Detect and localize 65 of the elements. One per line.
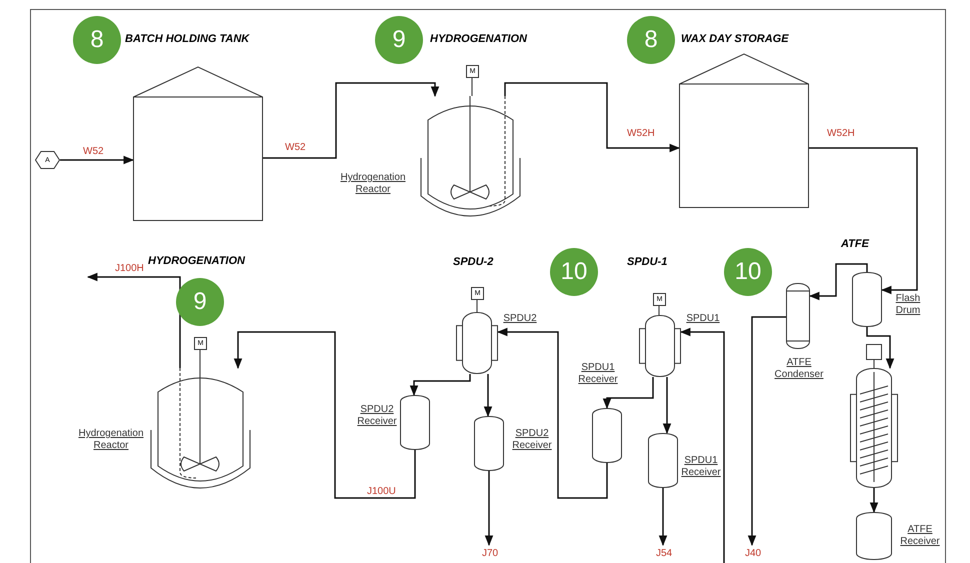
stream-label: J100H bbox=[114, 263, 145, 274]
stream-label: W52H bbox=[626, 128, 656, 139]
agitator-shaft bbox=[476, 300, 478, 312]
section-heading: SPDU-2 bbox=[453, 256, 494, 268]
step-number-badge: 8 bbox=[73, 16, 121, 64]
step-number-badge: 8 bbox=[627, 16, 675, 64]
equipment-label: SPDU1 bbox=[685, 313, 721, 325]
equipment-label: Hydrogenation Reactor bbox=[339, 172, 407, 196]
step-number-badge: 9 bbox=[375, 16, 423, 64]
pipe-arrow bbox=[662, 377, 672, 434]
equipment-label: ATFE Condenser bbox=[774, 357, 824, 381]
pipe-arrow bbox=[658, 488, 668, 546]
equipment-label: ATFE Receiver bbox=[899, 524, 941, 548]
equipment-label: SPDU2 bbox=[502, 313, 538, 325]
receiver-vessel bbox=[856, 512, 892, 560]
receiver-vessel bbox=[648, 433, 678, 488]
equipment-label: Hydrogenation Reactor bbox=[77, 428, 145, 452]
pipe-arrow bbox=[680, 328, 725, 563]
distillation-column bbox=[850, 368, 898, 488]
section-heading: HYDROGENATION bbox=[148, 255, 245, 267]
pipe-arrow bbox=[866, 327, 894, 370]
pipe-arrow bbox=[496, 328, 608, 499]
stream-label: J40 bbox=[744, 548, 762, 559]
distillation-column bbox=[456, 312, 498, 374]
receiver-vessel bbox=[474, 416, 504, 471]
stream-label: J54 bbox=[655, 548, 674, 559]
stream-label: J100U bbox=[366, 486, 397, 497]
equipment-label: SPDU2 Receiver bbox=[356, 404, 398, 428]
section-heading: HYDROGENATION bbox=[430, 33, 527, 45]
section-heading: BATCH HOLDING TANK bbox=[125, 33, 250, 45]
pipe-arrow bbox=[504, 82, 680, 152]
stream-label: J70 bbox=[481, 548, 500, 559]
stream-label: W52H bbox=[826, 128, 856, 139]
pipe-arrow bbox=[234, 331, 416, 499]
step-number-badge: 10 bbox=[724, 248, 772, 296]
pipe-arrow bbox=[410, 374, 471, 396]
pipe-arrow bbox=[602, 377, 654, 410]
storage-tank bbox=[679, 53, 809, 208]
equipment-label: SPDU2 Receiver bbox=[511, 428, 553, 452]
receiver-vessel bbox=[852, 272, 882, 327]
agitator-shaft bbox=[658, 306, 660, 316]
section-heading: ATFE bbox=[841, 238, 869, 250]
step-number-badge: 9 bbox=[176, 278, 224, 326]
section-heading: SPDU-1 bbox=[627, 256, 668, 268]
equipment-label: SPDU1 Receiver bbox=[577, 362, 619, 386]
stream-label: W52 bbox=[284, 142, 307, 153]
receiver-vessel bbox=[400, 395, 430, 450]
equipment-label: SPDU1 Receiver bbox=[680, 455, 722, 479]
pipe-arrow bbox=[808, 263, 868, 300]
condenser-vessel bbox=[786, 283, 810, 349]
receiver-vessel bbox=[592, 408, 622, 463]
motor-box bbox=[866, 344, 882, 360]
stream-label: W52 bbox=[82, 146, 105, 157]
pipe-arrow bbox=[60, 156, 134, 164]
pipe-arrow bbox=[263, 82, 440, 159]
pipe-arrow bbox=[748, 316, 786, 546]
pipe-arrow bbox=[484, 374, 492, 418]
step-number-badge: 10 bbox=[550, 248, 598, 296]
distillation-column bbox=[639, 315, 681, 377]
pipe-arrow bbox=[870, 488, 878, 514]
pipe-arrow bbox=[809, 147, 918, 294]
storage-tank bbox=[133, 66, 263, 221]
equipment-label: Flash Drum bbox=[894, 293, 922, 317]
pipe-arrow bbox=[484, 471, 494, 546]
section-heading: WAX DAY STORAGE bbox=[681, 33, 789, 45]
